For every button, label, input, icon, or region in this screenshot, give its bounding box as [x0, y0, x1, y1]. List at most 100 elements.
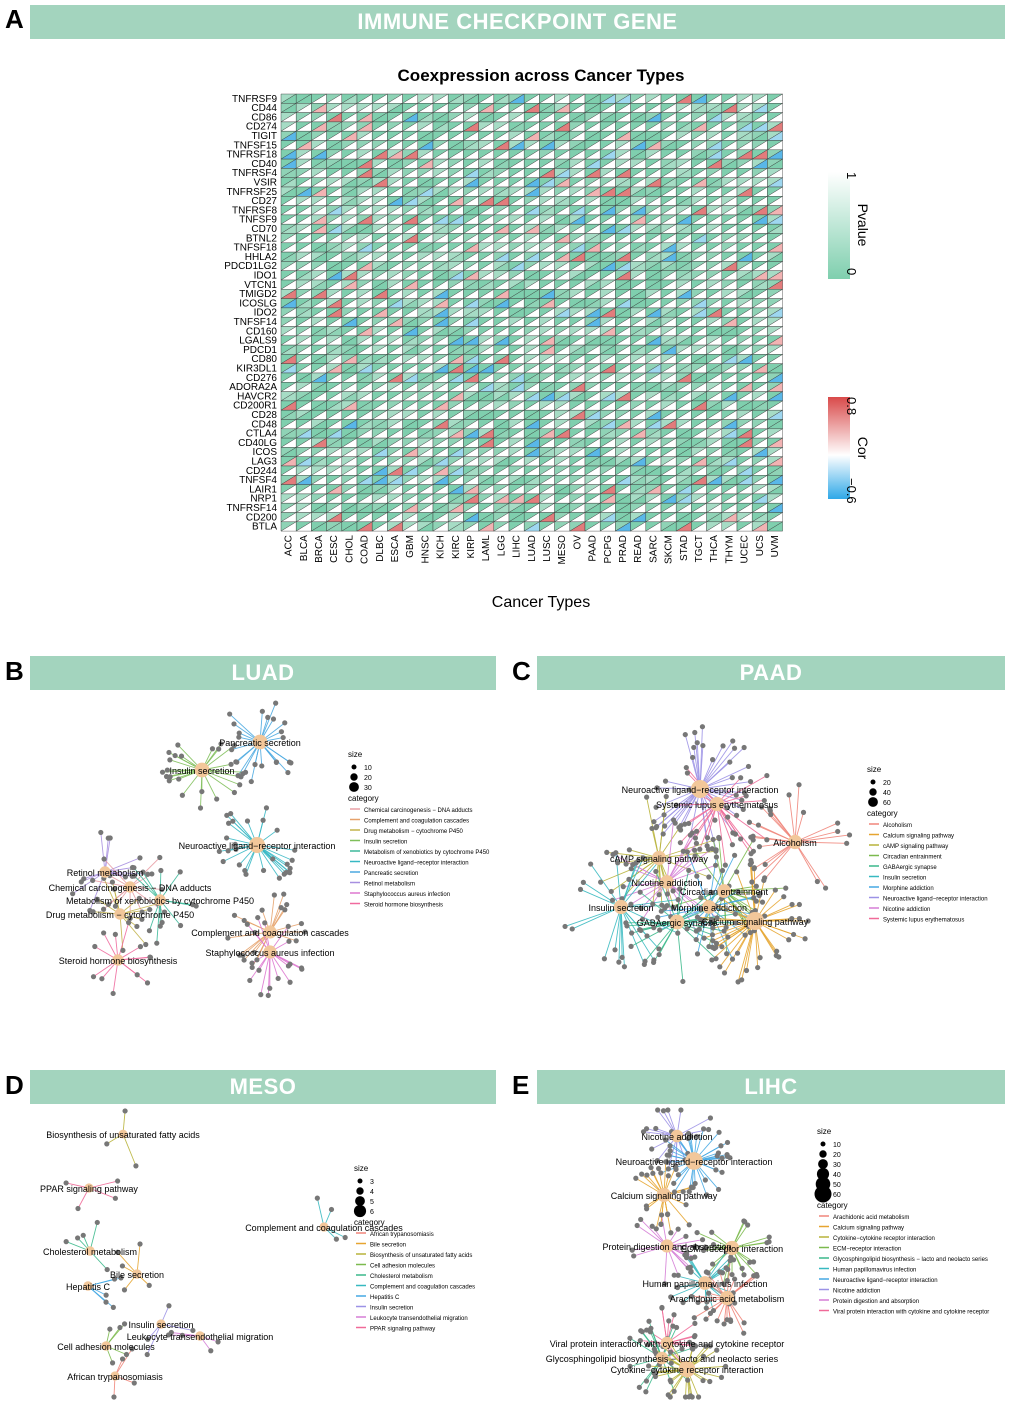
- pvalue-legend-max: 1: [844, 172, 859, 179]
- network-gene-node: [698, 906, 704, 913]
- network-gene-node: [667, 1349, 674, 1355]
- heatmap-col-label: TGCT: [694, 535, 705, 562]
- network-gene-node: [656, 951, 662, 958]
- heatmap-col-label: HNSC: [420, 535, 431, 563]
- network-svg: Neuroactive ligand−receptor interactionS…: [562, 724, 988, 985]
- network-pathway-node: [660, 875, 674, 889]
- network-edge: [716, 803, 754, 852]
- network-gene-node: [289, 857, 295, 863]
- size-legend-value: 40: [833, 1172, 841, 1179]
- heatmap-row-label: CD274: [246, 122, 278, 133]
- category-legend-item: Leukocyte transendothelial migration: [370, 1316, 468, 1322]
- network-gene-node: [139, 916, 145, 922]
- heatmap-row-label: TIGIT: [251, 131, 277, 142]
- heatmap-row-label: CD27: [251, 196, 277, 207]
- network-gene-node: [747, 1259, 753, 1265]
- network-pathway-node: [84, 1183, 94, 1193]
- heatmap-row-label: TNFRSF9: [232, 94, 277, 105]
- network-gene-node: [118, 1275, 124, 1281]
- category-legend-item: Staphylococcus aureus infection: [364, 892, 450, 898]
- network-gene-node: [119, 1263, 126, 1269]
- panel-letter-c: C: [512, 656, 531, 686]
- heatmap-row-label: HAVCR2: [237, 391, 277, 402]
- size-legend-dot: [349, 782, 359, 792]
- size-legend-dot: [814, 1185, 832, 1203]
- network-gene-node: [789, 901, 795, 908]
- network-gene-node: [713, 1167, 719, 1173]
- network-gene-node: [629, 930, 635, 936]
- size-legend-dot: [820, 1141, 826, 1147]
- network-gene-node: [805, 918, 811, 924]
- category-legend-item: Calcium signaling pathway: [883, 834, 954, 840]
- network-gene-node: [739, 977, 745, 983]
- network-gene-node: [727, 1317, 734, 1323]
- network-gene-node: [248, 778, 254, 785]
- heatmap-row-label: ICOS: [253, 447, 278, 458]
- heatmap-row-label: CD70: [251, 224, 277, 235]
- size-legend-value: 5: [370, 1199, 374, 1206]
- network-edge: [104, 857, 141, 873]
- network-edge: [269, 893, 285, 933]
- network-gene-node: [328, 1206, 335, 1213]
- category-legend-item: Retinol metabolism: [364, 882, 415, 888]
- network-node-label: Cell adhesion molecules: [57, 1342, 155, 1352]
- network-gene-node: [709, 1229, 715, 1235]
- heatmap-row-label: CD80: [251, 354, 277, 365]
- cor-legend-min: −0.6: [844, 478, 859, 504]
- heatmap-row-label: ADORA2A: [229, 382, 277, 393]
- category-legend-item: Cholesterol metabolism: [370, 1274, 433, 1280]
- network-edge: [676, 921, 736, 924]
- network-edge: [658, 857, 709, 878]
- network-gene-node: [671, 1312, 677, 1318]
- network-gene-node: [691, 1334, 697, 1340]
- network-gene-node: [692, 1180, 698, 1187]
- network-gene-node: [562, 923, 568, 930]
- size-legend-title: size: [348, 750, 363, 759]
- network-pathway-node: [709, 796, 725, 812]
- network-gene-node: [104, 1141, 110, 1147]
- heatmap-col-label: PRAD: [618, 535, 629, 563]
- network-edge: [666, 819, 675, 883]
- network-gene-node: [662, 778, 669, 784]
- network-gene-node: [677, 840, 683, 846]
- network-gene-node: [741, 1330, 747, 1336]
- network-gene-node: [145, 1336, 151, 1342]
- network-node-label: Insulin secretion: [169, 766, 234, 776]
- network-gene-node: [710, 756, 716, 763]
- network-gene-node: [727, 1155, 733, 1161]
- network-gene-node: [691, 847, 698, 853]
- network-gene-node: [658, 908, 664, 914]
- network-gene-node: [147, 906, 153, 913]
- category-legend-item: Insulin secretion: [370, 1306, 413, 1312]
- network-gene-node: [650, 959, 657, 966]
- size-legend-dot: [353, 1204, 367, 1218]
- heatmap-col-label: KIRP: [466, 535, 477, 559]
- network-gene-node: [727, 1257, 733, 1264]
- network-gene-node: [649, 1223, 655, 1229]
- network-edge: [666, 843, 697, 883]
- network-gene-node: [119, 1356, 126, 1362]
- network-gene-node: [176, 776, 182, 782]
- network-edge: [658, 838, 720, 859]
- network-gene-node: [644, 933, 650, 939]
- network-gene-node: [767, 806, 773, 812]
- network-gene-node: [742, 932, 748, 938]
- network-pathway-node: [83, 1281, 93, 1291]
- network-gene-node: [164, 767, 170, 773]
- network-gene-node: [117, 1324, 123, 1331]
- network-gene-node: [653, 825, 659, 831]
- network-gene-node: [835, 820, 841, 826]
- network-gene-node: [265, 992, 271, 999]
- network-node-label: Viral protein interaction with cytokine …: [550, 1339, 784, 1349]
- network-gene-node: [796, 916, 802, 922]
- network-node-label: Alcoholism: [773, 838, 817, 848]
- network-gene-node: [708, 916, 715, 923]
- network-gene-node: [75, 1235, 81, 1241]
- network-edge: [644, 921, 678, 962]
- network-gene-node: [684, 926, 690, 932]
- network-edge: [103, 878, 121, 915]
- network-gene-node: [247, 977, 253, 984]
- network-gene-node: [663, 1159, 669, 1165]
- network-gene-node: [619, 954, 625, 961]
- network-gene-node: [748, 859, 754, 866]
